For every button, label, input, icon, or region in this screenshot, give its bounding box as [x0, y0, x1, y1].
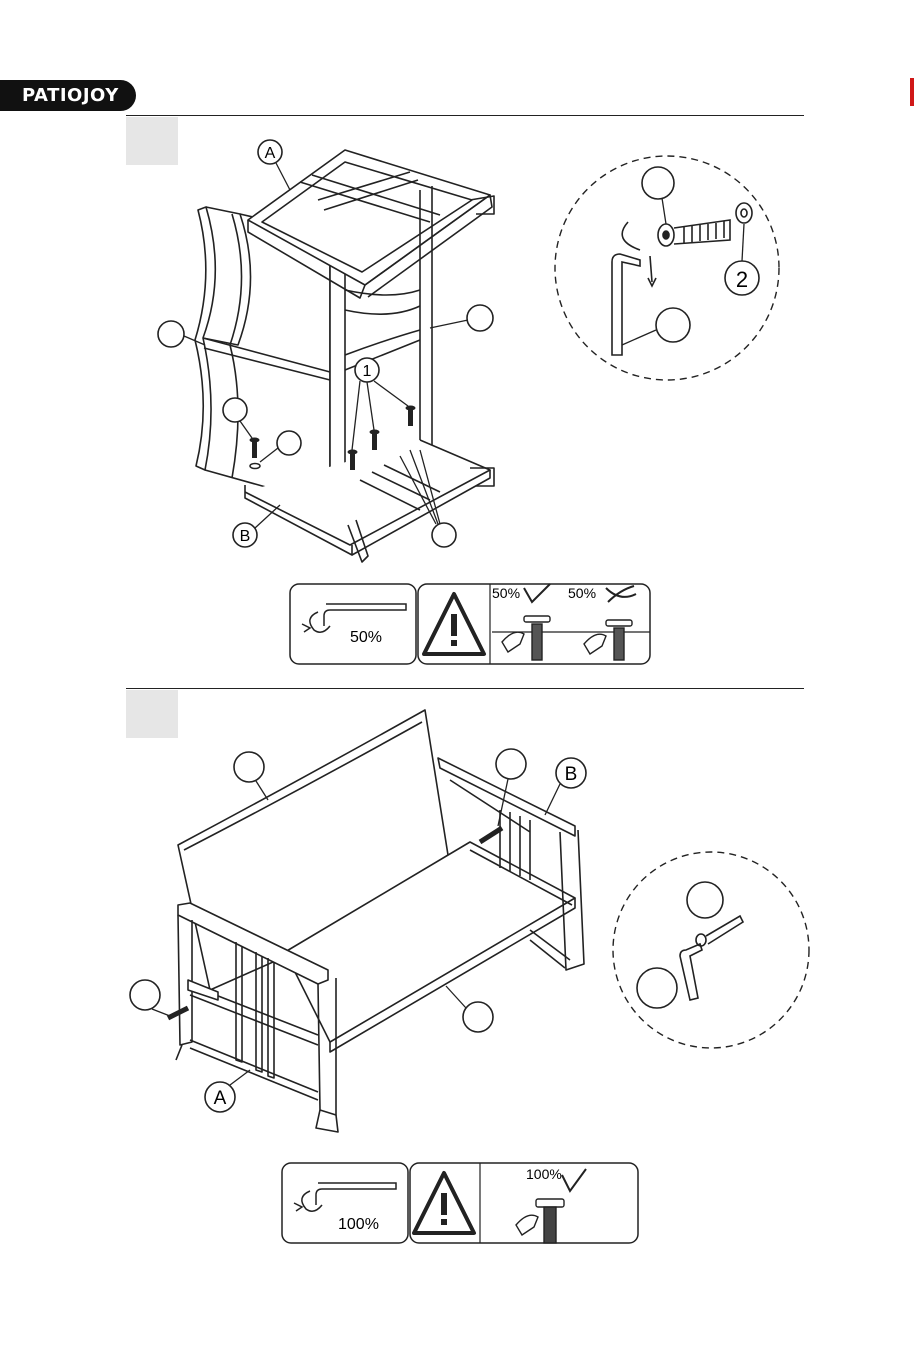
step2-frame-a-label: A	[214, 1088, 227, 1109]
step2-instruction-panel: 100% 100%	[280, 1161, 642, 1245]
step1-divider	[126, 115, 804, 116]
step2-assembly-diagram: B A	[120, 700, 820, 1140]
step1-assembly-diagram: A 1 B 2	[130, 130, 914, 590]
page-edge-marker	[910, 78, 914, 106]
step2-hardware-callout	[613, 852, 809, 1048]
step2-tighten-amount: 100%	[338, 1216, 379, 1233]
step2-frame-b-label: B	[565, 764, 578, 785]
step1-tighten-amount: 50%	[350, 629, 382, 646]
step2-ok-label: 100%	[526, 1166, 562, 1182]
frame-b-label: B	[240, 528, 251, 545]
bolt-1-label: 1	[363, 363, 372, 380]
step1-ok-label: 50%	[492, 585, 520, 601]
step2-divider	[126, 688, 804, 689]
frame-a-label: A	[265, 145, 276, 162]
washer-2-label: 2	[736, 267, 748, 292]
step1-instruction-panel: 50% 50% 50%	[288, 582, 654, 666]
step1-bad-label: 50%	[568, 585, 596, 601]
brand-logo: PATIOJOY	[0, 80, 136, 111]
step1-tighten-box	[290, 584, 416, 664]
